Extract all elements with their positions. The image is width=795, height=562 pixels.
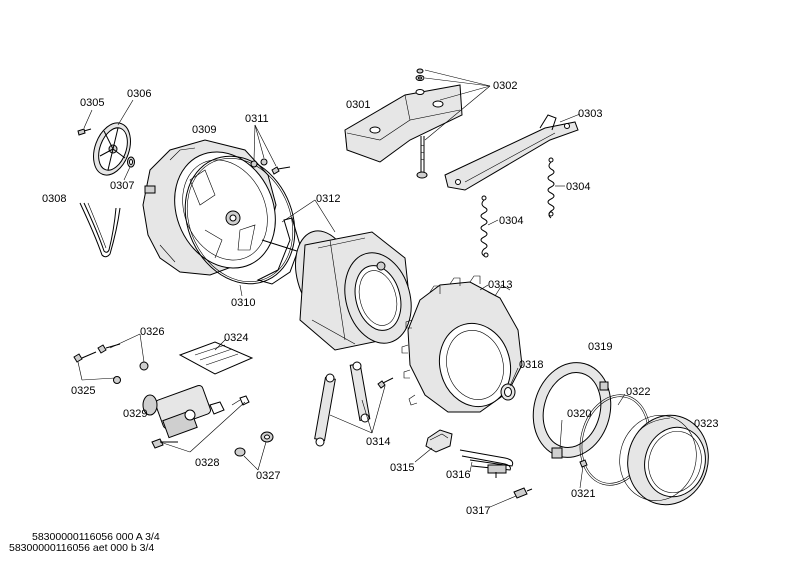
part-0321-screw [579, 459, 588, 468]
label-0303: 0303 [578, 108, 603, 120]
part-0316-heater [459, 449, 514, 478]
part-0305-screw [77, 128, 92, 136]
label-0308: 0308 [42, 193, 67, 205]
label-0326: 0326 [140, 326, 165, 338]
label-0304-a: 0304 [499, 215, 524, 227]
document-id-line-1: 58300000116056 000 A 3/4 [32, 531, 160, 543]
part-0315-clip [425, 429, 453, 453]
part-0306-pulley [93, 122, 131, 176]
label-0311: 0311 [245, 113, 269, 125]
label-0301: 0301 [346, 99, 371, 111]
part-0323-door-seal [619, 414, 709, 506]
label-0320: 0320 [567, 408, 592, 420]
part-0308-belt [79, 202, 121, 258]
part-0328-cable-clip [151, 438, 178, 449]
label-0304-b: 0304 [566, 181, 591, 193]
label-0310: 0310 [231, 297, 256, 309]
label-0328: 0328 [195, 457, 220, 469]
label-0309: 0309 [192, 124, 217, 136]
part-0301-counterweight [344, 84, 463, 163]
label-0313: 0313 [488, 279, 513, 291]
part-0325-screws [73, 343, 149, 384]
label-0329: 0329 [123, 408, 148, 420]
leader-lines [77, 69, 626, 508]
label-0305: 0305 [80, 97, 105, 109]
part-0327-connectors [234, 431, 274, 457]
label-0312: 0312 [316, 193, 341, 205]
label-0307: 0307 [110, 180, 135, 192]
part-0304-spring-right [547, 157, 555, 219]
label-0314: 0314 [366, 436, 391, 448]
part-0318-ring [500, 383, 516, 401]
label-0321: 0321 [571, 488, 596, 500]
label-0322: 0322 [626, 386, 651, 398]
part-0304-spring-left [480, 195, 489, 258]
label-0324: 0324 [224, 332, 249, 344]
document-id-line-2: 58300000116056 aet 000 b 3/4 [9, 542, 155, 554]
part-0317-temperature-sensor [513, 487, 533, 499]
label-0316: 0316 [446, 469, 471, 481]
part-0303-support-bar [444, 114, 579, 191]
part-0309-rear-tub [142, 139, 277, 276]
part-0310-seal-ring [184, 155, 296, 285]
label-0325: 0325 [71, 385, 96, 397]
part-0324-manual [178, 341, 254, 375]
part-0312-drum [256, 217, 412, 351]
part-0314-shock-absorbers [314, 361, 394, 447]
label-0323: 0323 [694, 418, 719, 430]
part-0307-nut [127, 156, 135, 168]
part-0311-fasteners [250, 158, 291, 175]
label-0317: 0317 [466, 505, 491, 517]
label-0315: 0315 [390, 462, 415, 474]
label-0302: 0302 [493, 80, 518, 92]
part-0329-pump-motor [142, 384, 250, 439]
part-0302-bolt-washers [415, 68, 428, 179]
label-0327: 0327 [256, 470, 281, 482]
part-0313-front-tub [401, 275, 523, 413]
label-0318: 0318 [519, 359, 544, 371]
part-0319-front-ring [532, 362, 612, 459]
label-0319: 0319 [588, 341, 613, 353]
label-0306: 0306 [127, 88, 152, 100]
